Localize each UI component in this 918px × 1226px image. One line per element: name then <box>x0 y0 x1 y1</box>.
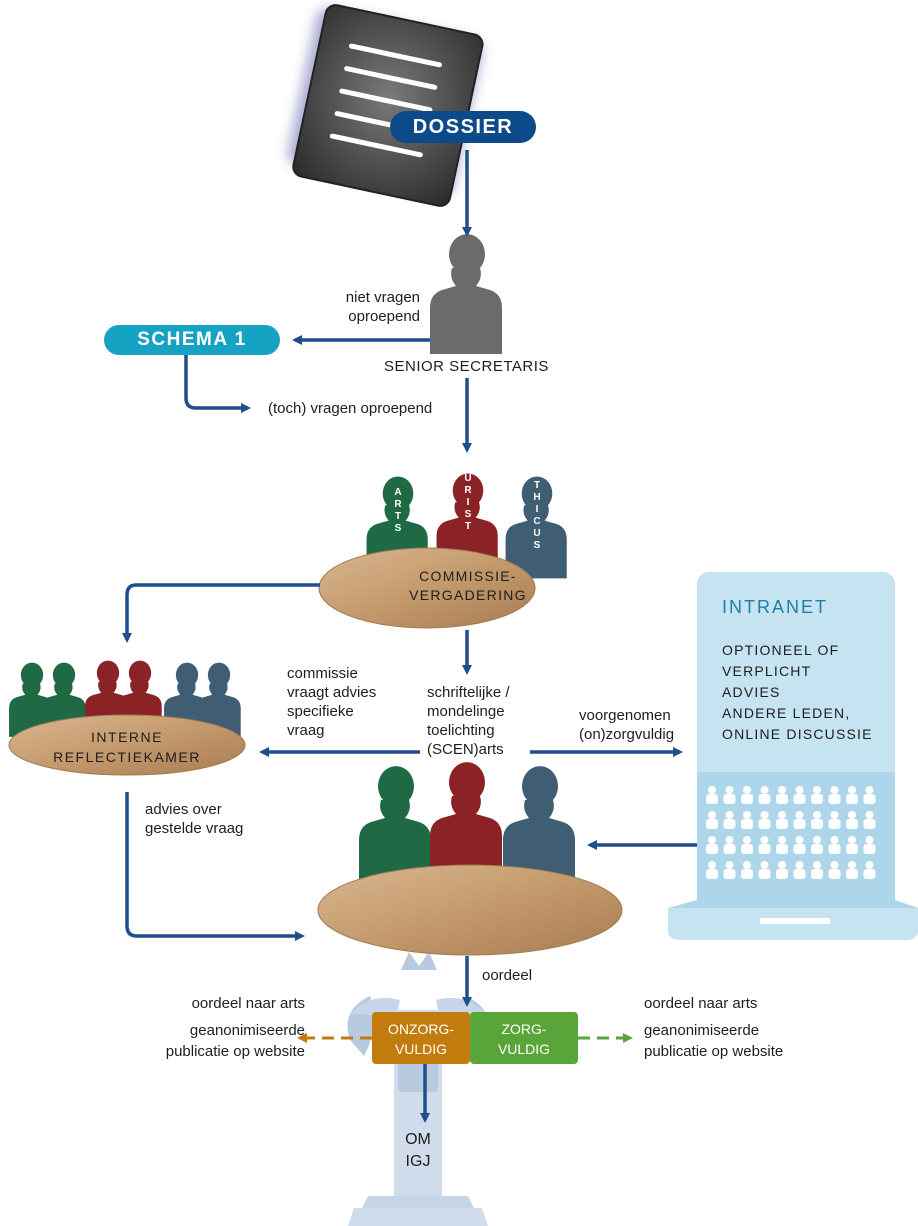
member-icon <box>758 786 771 804</box>
svg-text:H: H <box>533 492 540 503</box>
member-icon <box>811 861 823 879</box>
member-icon <box>741 836 753 854</box>
member-icon <box>828 786 841 804</box>
member-icon <box>846 786 858 804</box>
commissie-label-2: VERGADERING <box>409 587 527 603</box>
niet-vragen-label: niet vragen oproepend <box>345 289 420 325</box>
laptop-icon <box>668 572 918 940</box>
svg-text:T: T <box>465 521 471 532</box>
final-table <box>317 864 623 956</box>
svg-text:R: R <box>394 499 402 510</box>
onzorgvuldig-box <box>372 1012 470 1064</box>
member-icon <box>776 861 788 879</box>
member-icon <box>863 836 876 854</box>
role-jurist-letters: J U R I S T <box>464 461 472 532</box>
member-icon <box>706 861 718 879</box>
senior-secretaris-label: SENIOR SECRETARIS <box>384 358 549 375</box>
zorgvuldig-box <box>470 1012 578 1064</box>
intranet-description: OPTIONEEL OF VERPLICHT ADVIES ANDERE LED… <box>722 642 873 742</box>
svg-text:S: S <box>534 540 541 551</box>
member-icon <box>811 836 823 854</box>
member-icon <box>811 811 823 829</box>
schema-1-badge[interactable]: SCHEMA 1 <box>104 325 280 355</box>
arrow-schema-to-toch <box>184 352 251 413</box>
igj-label: IGJ <box>406 1153 431 1170</box>
svg-text:T: T <box>395 511 401 522</box>
member-icon <box>863 811 876 829</box>
right-outcome-label: oordeel naar arts geanonimiseerde public… <box>644 995 784 1060</box>
member-icon <box>793 861 806 879</box>
member-icon <box>828 861 841 879</box>
onzorgvuldig-label-2: VULDIG <box>395 1041 447 1057</box>
member-icon <box>706 786 718 804</box>
dossier-badge: DOSSIER <box>390 111 536 143</box>
svg-text:S: S <box>395 523 402 534</box>
svg-text:T: T <box>534 480 540 491</box>
commissie-label: COMMISSIE- <box>419 568 517 584</box>
member-icon <box>741 786 753 804</box>
svg-text:S: S <box>465 509 472 520</box>
member-icon <box>758 861 771 879</box>
arrow-reflectiekamer-to-final <box>125 792 305 941</box>
svg-text:C: C <box>533 516 540 527</box>
document-icon <box>287 4 484 207</box>
member-icon <box>758 836 771 854</box>
member-icon <box>706 836 718 854</box>
voorgenomen-label: voorgenomen (on)zorgvuldig <box>579 707 675 743</box>
reflectiekamer-label-2: REFLECTIEKAMER <box>53 749 201 765</box>
svg-text:E: E <box>534 468 541 479</box>
svg-text:A: A <box>394 487 401 498</box>
member-icon <box>863 861 876 879</box>
member-icon <box>863 786 876 804</box>
member-icon <box>723 811 736 829</box>
zorgvuldig-label: ZORG- <box>501 1021 546 1037</box>
reflectiekamer-label: INTERNE <box>91 729 163 745</box>
member-icon <box>846 836 858 854</box>
member-icon <box>723 786 736 804</box>
final-jurist-icon <box>430 762 502 882</box>
member-icon <box>776 786 788 804</box>
member-icon <box>706 811 718 829</box>
member-icon <box>793 786 806 804</box>
svg-text:R: R <box>464 485 472 496</box>
advies-over-label: advies over gestelde vraag <box>145 801 244 837</box>
commissie-vraagt-label: commissie vraagt advies specifieke vraag <box>287 665 377 739</box>
arrow-commissie-to-reflectiekamer <box>122 583 320 643</box>
member-icon <box>776 836 788 854</box>
member-icon <box>741 861 753 879</box>
om-label: OM <box>405 1131 431 1148</box>
intranet-title: INTRANET <box>722 597 828 617</box>
svg-text:I: I <box>467 497 470 508</box>
member-icon <box>741 811 753 829</box>
toelichting-label: schriftelijke / mondelinge toelichting (… <box>427 684 510 758</box>
svg-text:I: I <box>536 504 539 515</box>
svg-text:U: U <box>464 473 471 484</box>
svg-text:J: J <box>465 461 471 472</box>
role-arts-letters: A R T S <box>394 487 402 534</box>
member-icon <box>793 811 806 829</box>
zorgvuldig-label-2: VULDIG <box>498 1041 550 1057</box>
svg-text:U: U <box>533 528 540 539</box>
commissie-table <box>318 547 536 629</box>
member-icon <box>758 811 771 829</box>
oordeel-label: oordeel <box>482 967 533 984</box>
member-icon <box>723 861 736 879</box>
member-icon <box>776 811 788 829</box>
member-icon <box>811 786 823 804</box>
left-outcome-label: oordeel naar arts geanonimiseerde public… <box>165 995 305 1060</box>
role-ethicus-letters: E T H I C U S <box>533 468 540 551</box>
member-icon <box>828 811 841 829</box>
arrows <box>122 150 697 1123</box>
member-icon <box>846 811 858 829</box>
reflectiekamer-table <box>8 714 246 776</box>
member-icon <box>846 861 858 879</box>
member-icon <box>723 836 736 854</box>
person-icon <box>430 234 502 354</box>
member-icon <box>793 836 806 854</box>
online-members-grid <box>706 786 876 879</box>
member-icon <box>828 836 841 854</box>
toch-vragen-label: (toch) vragen oproepend <box>268 400 433 417</box>
onzorgvuldig-label: ONZORG- <box>388 1021 454 1037</box>
